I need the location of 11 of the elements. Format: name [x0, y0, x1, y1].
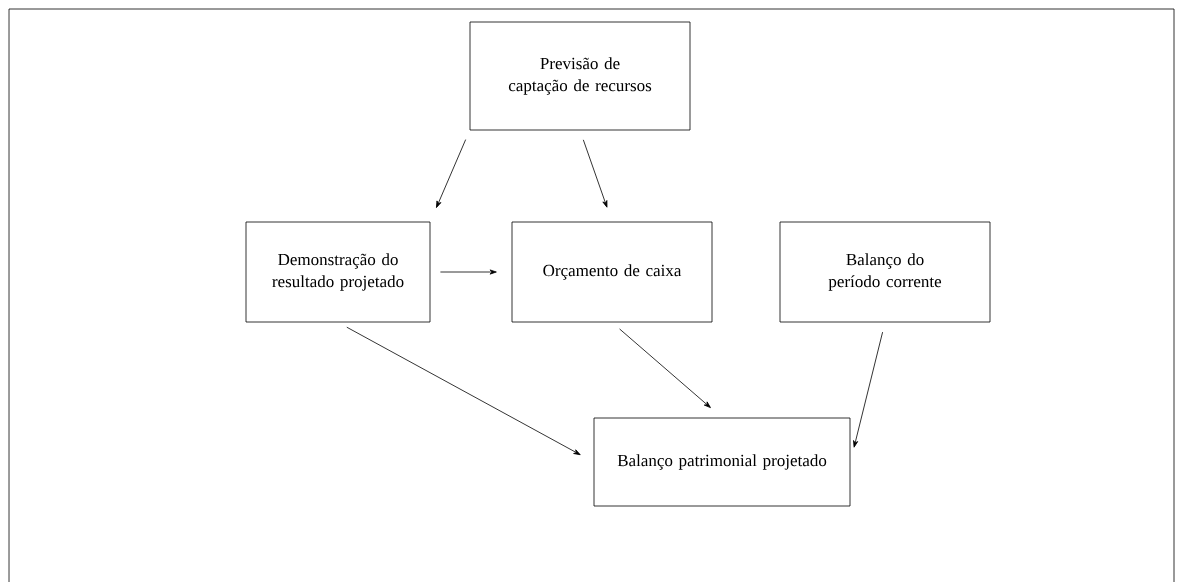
process-box: Balanço patrimonial projetado — [593, 417, 851, 507]
process-box: Orçamento de caixa — [511, 221, 713, 323]
arrow — [619, 328, 711, 408]
process-box: Previsão de captação de recursos — [469, 21, 691, 131]
arrow — [582, 139, 608, 208]
arrow — [346, 326, 581, 456]
process-box: Demonstração do resultado projetado — [245, 221, 431, 323]
arrow — [853, 331, 883, 448]
process-box: Balanço do período corrente — [779, 221, 991, 323]
arrow — [436, 139, 467, 208]
arrow — [440, 269, 497, 275]
